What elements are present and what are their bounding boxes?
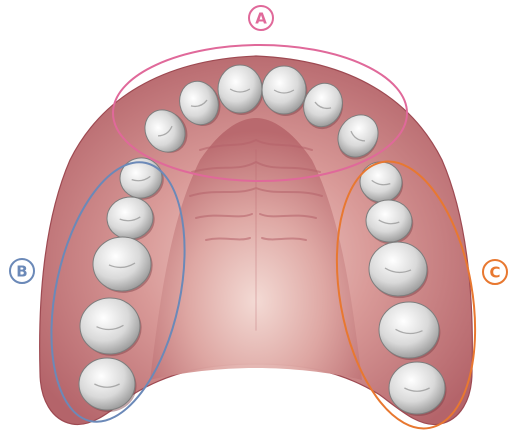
label-a: A (249, 6, 273, 30)
label-c-text: C (489, 264, 500, 282)
label-b-text: B (16, 263, 27, 281)
label-c: C (483, 260, 507, 284)
label-b: B (10, 259, 34, 283)
tooth-molar-3-right-crown (389, 362, 445, 414)
tooth-incisor-central-right-crown (262, 66, 306, 114)
label-a-text: A (255, 10, 267, 28)
tooth-molar-3-left-crown (79, 358, 135, 410)
tooth-incisor-central-left-crown (218, 65, 262, 113)
